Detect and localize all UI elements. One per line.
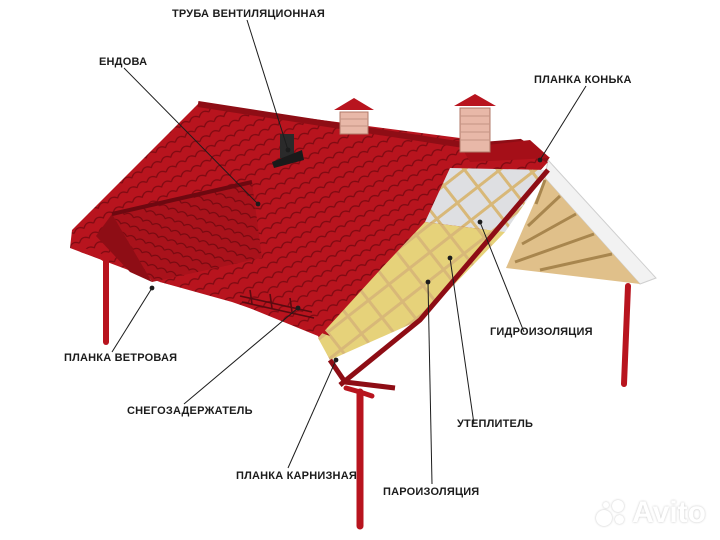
label-eave-strip: ПЛАНКА КАРНИЗНАЯ bbox=[236, 470, 357, 482]
label-waterproofing: ГИДРОИЗОЛЯЦИЯ bbox=[490, 326, 593, 338]
label-vapor-barrier: ПАРОИЗОЛЯЦИЯ bbox=[383, 486, 480, 498]
label-snow-guard: СНЕГОЗАДЕРЖАТЕЛЬ bbox=[127, 405, 253, 417]
gutters bbox=[79, 247, 631, 530]
leader-valley bbox=[123, 67, 259, 205]
roof-cutaway bbox=[318, 168, 550, 391]
label-wind-strip: ПЛАНКА ВЕТРОВАЯ bbox=[64, 352, 178, 364]
label-valley: ЕНДОВА bbox=[99, 56, 148, 68]
leader-lines bbox=[111, 19, 587, 485]
snow-guard-rails bbox=[239, 289, 315, 319]
label-ridge-strip: ПЛАНКА КОНЬКА bbox=[534, 74, 632, 86]
leader-dots bbox=[149, 147, 543, 363]
leader-insulation bbox=[449, 257, 475, 425]
label-insulation: УТЕПЛИТЕЛЬ bbox=[457, 418, 534, 430]
avito-watermark: Avito bbox=[594, 496, 706, 530]
leader-wind-strip bbox=[111, 287, 153, 353]
leader-eave-strip bbox=[287, 359, 337, 469]
avito-watermark-text: Avito bbox=[632, 496, 706, 529]
gable-end bbox=[506, 158, 657, 285]
leader-ridge-strip bbox=[539, 85, 587, 161]
main-roof bbox=[70, 104, 548, 360]
chimney-right bbox=[454, 94, 496, 153]
leader-waterproofing bbox=[479, 221, 525, 333]
label-vent-pipe: ТРУБА ВЕНТИЛЯЦИОННАЯ bbox=[172, 8, 325, 20]
leader-vent-pipe bbox=[246, 19, 289, 151]
leader-snow-guard bbox=[183, 307, 299, 405]
avito-logo-icon bbox=[594, 498, 628, 528]
leader-vapor-barrier bbox=[427, 281, 433, 485]
chimney-left bbox=[334, 98, 374, 135]
